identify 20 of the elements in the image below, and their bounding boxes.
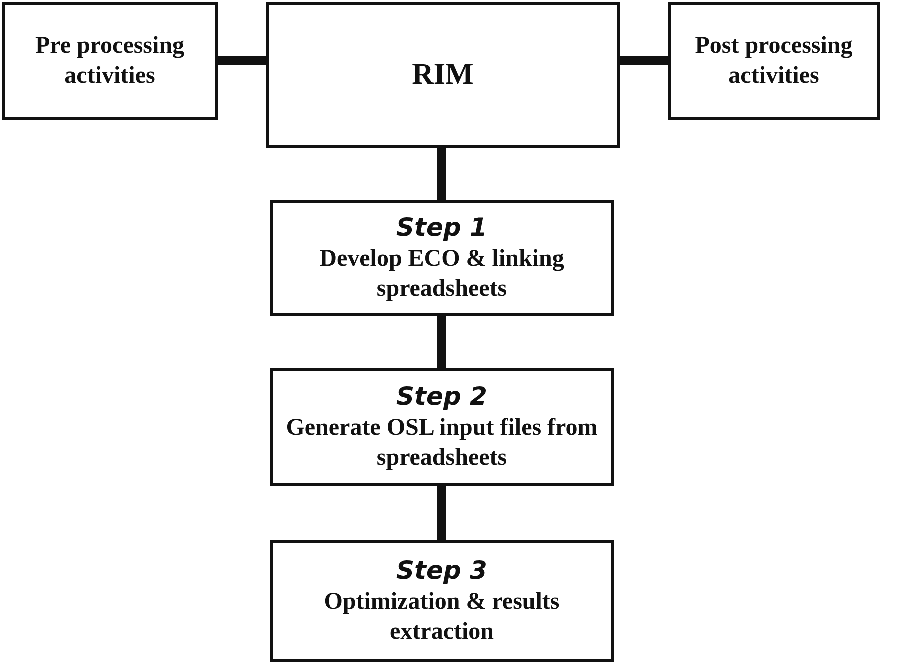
box-label: Develop ECO & linking spreadsheets: [318, 244, 566, 304]
step-heading: Step 2: [396, 381, 488, 413]
box-label: Pre processing activities: [34, 32, 186, 91]
process-box: [270, 540, 614, 662]
process-box: [270, 368, 614, 486]
process-box: [2, 2, 218, 120]
process-box: [270, 200, 614, 316]
connector-line: [438, 148, 446, 200]
box-label: Post processing activities: [694, 32, 854, 91]
connector-line: [620, 56, 668, 66]
process-box: [668, 2, 880, 120]
connector-line: [438, 316, 446, 368]
connector-line: [218, 56, 266, 66]
box-label: Generate OSL input files from spreadsheets: [285, 414, 599, 473]
box-label: Optimization & results extraction: [323, 588, 561, 647]
process-box: [266, 2, 620, 148]
connector-line: [438, 486, 446, 540]
step-heading: Step 3: [396, 555, 488, 587]
step-heading: Step 1: [396, 212, 488, 244]
box-label: RIM: [412, 57, 474, 94]
